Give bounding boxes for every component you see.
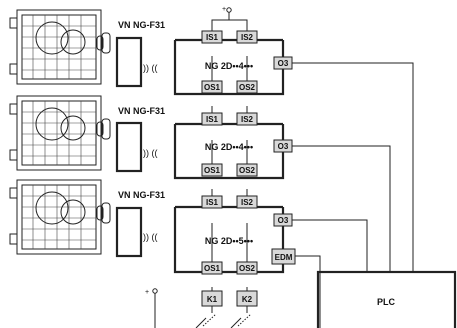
device-unit-1: VN NG-F31 )) (( NG 2D••4••• bbox=[9, 9, 285, 96]
module-label-3: NG 2D••5••• bbox=[205, 236, 253, 246]
output-os1-2 bbox=[201, 163, 223, 177]
input-is2-label-3: IS2 bbox=[241, 198, 254, 207]
signal-waves-1: )) (( bbox=[143, 63, 158, 73]
input-is1-label-2: IS1 bbox=[206, 115, 219, 124]
output-os2-1 bbox=[236, 80, 258, 94]
signal-waves-3: )) (( bbox=[143, 232, 158, 242]
power-plus-label-top: + bbox=[222, 6, 226, 13]
transmitter-2 bbox=[115, 121, 143, 173]
output-os2-label-2: OS2 bbox=[239, 166, 256, 175]
plc-label: PLC bbox=[377, 297, 396, 307]
machine-enclosure-3 bbox=[9, 179, 111, 255]
output-os1-3 bbox=[201, 261, 223, 275]
relay-k1-label: K1 bbox=[207, 295, 218, 304]
output-os1-label-3: OS1 bbox=[204, 264, 221, 273]
transmitter-label-2: VN NG-F31 bbox=[118, 106, 165, 116]
output-os2-label-1: OS2 bbox=[239, 83, 256, 92]
input-is2-label-2: IS2 bbox=[241, 115, 254, 124]
transmitter-3 bbox=[115, 206, 143, 258]
relay-k2-label: K2 bbox=[242, 295, 253, 304]
input-is2-3 bbox=[236, 195, 258, 209]
input-is1-label-3: IS1 bbox=[206, 198, 219, 207]
relay-contacts bbox=[195, 306, 252, 328]
module-label-2: NG 2D••4••• bbox=[205, 142, 253, 152]
transmitter-label-1: VN NG-F31 bbox=[118, 20, 165, 30]
input-is1-label-1: IS1 bbox=[206, 33, 219, 42]
input-is2-1 bbox=[236, 30, 258, 44]
output-os1-label-1: OS1 bbox=[204, 83, 221, 92]
input-is1-2 bbox=[201, 112, 223, 126]
plc-box bbox=[316, 270, 457, 328]
aux-output-o3-label-1: O3 bbox=[278, 59, 289, 68]
power-supply-top: + bbox=[211, 6, 248, 31]
signal-waves-2: )) (( bbox=[143, 148, 158, 158]
safety-module-outline-3 bbox=[173, 207, 285, 274]
power-plus-label-bottom: + bbox=[145, 289, 149, 296]
output-os1-label-2: OS1 bbox=[204, 166, 221, 175]
edm-input-label-3: EDM bbox=[275, 253, 293, 262]
transmitter-1 bbox=[115, 36, 143, 88]
transmitter-label-3: VN NG-F31 bbox=[118, 190, 165, 200]
module-label-1: NG 2D••4••• bbox=[205, 61, 253, 71]
input-output-chain-wiring bbox=[211, 56, 248, 291]
machine-enclosure-2 bbox=[9, 95, 111, 171]
aux-output-o3-label-2: O3 bbox=[278, 142, 289, 151]
input-is2-label-1: IS2 bbox=[241, 33, 254, 42]
plc-wiring bbox=[292, 62, 414, 328]
aux-output-o3-label-3: O3 bbox=[278, 216, 289, 225]
output-os2-label-3: OS2 bbox=[239, 264, 256, 273]
output-os2-3 bbox=[236, 261, 258, 275]
input-is1-3 bbox=[201, 195, 223, 209]
output-os1-1 bbox=[201, 80, 223, 94]
device-unit-2: VN NG-F31 )) (( NG 2D••4••• bbox=[9, 95, 285, 180]
device-unit-3: VN NG-F31 )) (( NG 2D••5••• bbox=[9, 179, 285, 274]
input-is1-1 bbox=[201, 30, 223, 44]
output-os2-2 bbox=[236, 163, 258, 177]
input-is2-2 bbox=[236, 112, 258, 126]
machine-enclosure-1 bbox=[9, 9, 111, 85]
power-supply-bottom: + bbox=[145, 288, 158, 328]
